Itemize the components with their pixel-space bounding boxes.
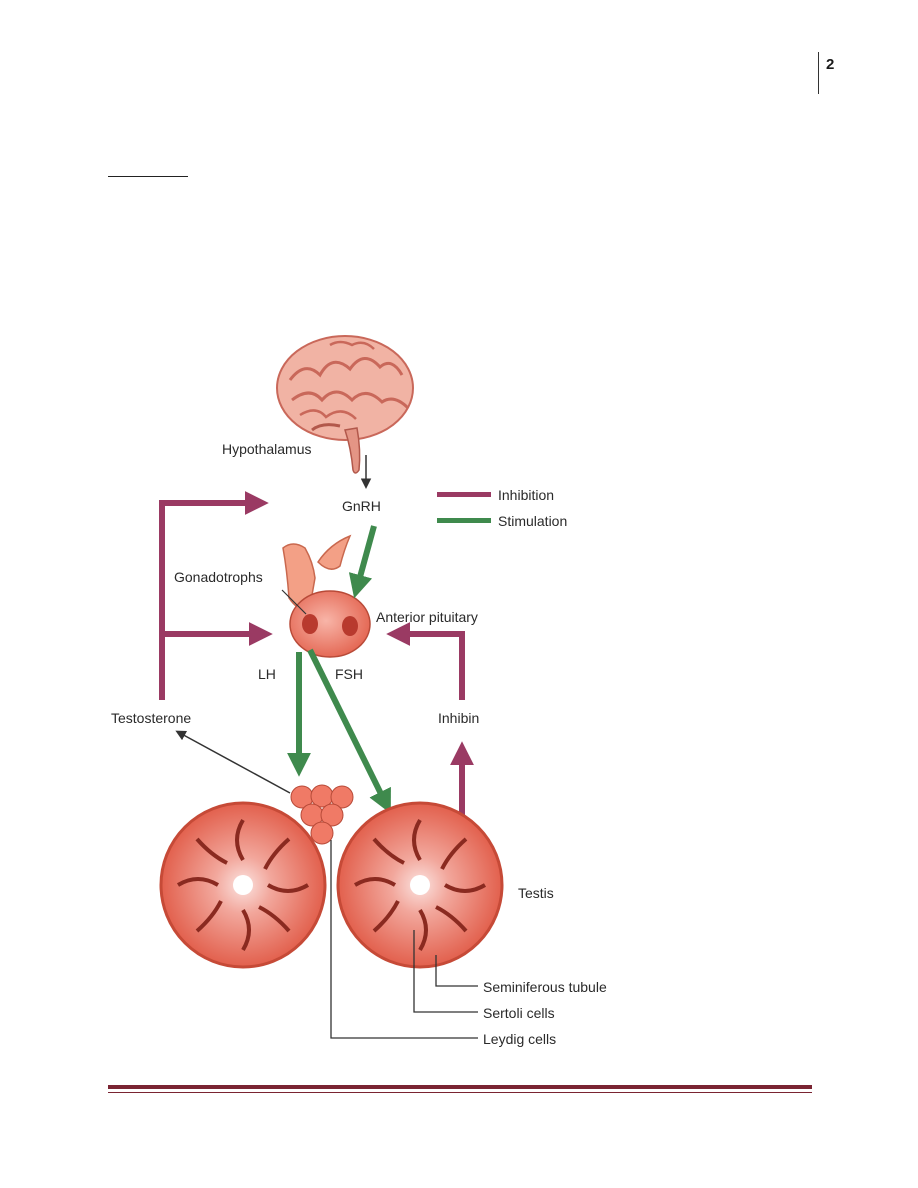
testosterone-label: Testosterone xyxy=(111,710,191,726)
testis-label: Testis xyxy=(518,885,554,901)
leydig-cells-label: Leydig cells xyxy=(483,1031,556,1047)
fsh-arrow xyxy=(307,648,391,814)
page-number: 2 xyxy=(826,56,835,73)
footer-rule xyxy=(108,1085,812,1089)
legend-stimulation-label: Stimulation xyxy=(498,513,567,529)
lh-label: LH xyxy=(258,666,276,682)
heading-underline xyxy=(108,176,188,177)
legend-stimulation-swatch xyxy=(437,518,491,523)
left-seminiferous-tubule xyxy=(159,801,327,969)
gonadotrophs-pointer xyxy=(281,589,307,615)
hypothalamus-label: Hypothalamus xyxy=(222,441,312,457)
testosterone-release-arrow xyxy=(175,730,291,794)
inhibin-feedback-arrow xyxy=(386,622,465,700)
gonadotrophs-label: Gonadotrophs xyxy=(174,569,263,585)
pituitary-illustration xyxy=(282,534,371,658)
footer-rule-thin xyxy=(108,1092,812,1093)
seminiferous-tubule-pointer xyxy=(435,955,478,987)
seminiferous-tubule-label: Seminiferous tubule xyxy=(483,979,607,995)
gnrh-label: GnRH xyxy=(342,498,381,514)
sertoli-cells-label: Sertoli cells xyxy=(483,1005,555,1021)
leydig-cell-cluster xyxy=(290,784,354,845)
sertoli-cells-pointer xyxy=(413,930,478,1013)
leydig-cells-pointer xyxy=(330,840,478,1039)
testosterone-feedback-line xyxy=(159,491,269,700)
gnrh-arrow xyxy=(348,525,377,599)
legend-inhibition-label: Inhibition xyxy=(498,487,554,503)
page-number-rule xyxy=(818,52,819,94)
legend-inhibition-swatch xyxy=(437,492,491,497)
right-seminiferous-tubule xyxy=(336,801,504,969)
fsh-label: FSH xyxy=(335,666,363,682)
brain-illustration xyxy=(276,335,414,474)
anterior-pituitary-label: Anterior pituitary xyxy=(376,609,478,625)
inhibin-label: Inhibin xyxy=(438,710,479,726)
